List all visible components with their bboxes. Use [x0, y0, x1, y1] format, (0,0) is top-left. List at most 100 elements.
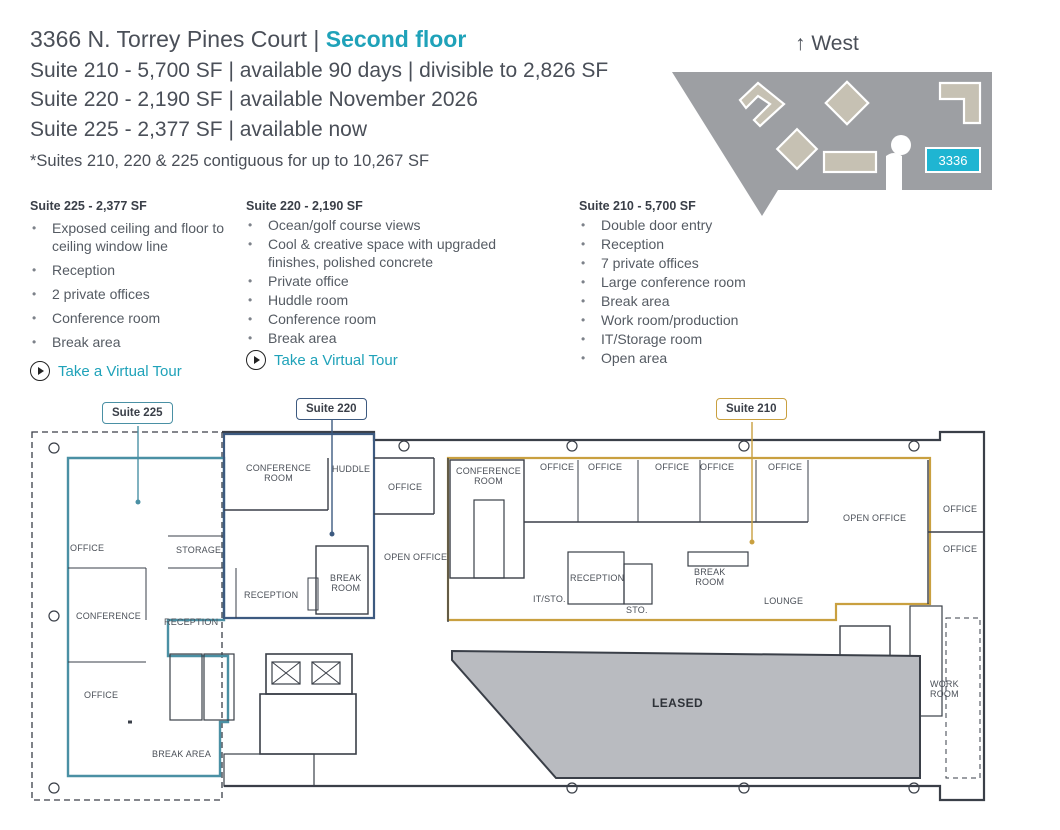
- suite-210-tag: Suite 210: [716, 398, 787, 420]
- building-diamond: [824, 80, 870, 126]
- north-arrow-icon: ↑: [795, 32, 806, 55]
- floor-label: Second floor: [325, 26, 467, 52]
- orientation-label: ↑ West: [795, 32, 859, 56]
- play-icon: [246, 350, 266, 370]
- room-label: BREAK ROOM: [330, 573, 362, 593]
- site-map: 3336: [672, 72, 992, 216]
- structural-column: [398, 440, 410, 452]
- feature-item: Conference room: [30, 309, 230, 327]
- room-label: OFFICE: [700, 462, 735, 472]
- structural-column: [48, 442, 60, 454]
- room-label: RECEPTION: [164, 617, 219, 627]
- building-3336: [925, 147, 981, 173]
- elevator: [271, 661, 301, 685]
- feature-item: Private office: [246, 272, 526, 290]
- virtual-tour-label: Take a Virtual Tour: [274, 351, 398, 369]
- availability-suite-225: Suite 225 - 2,377 SF | available now: [30, 118, 367, 141]
- structural-column: [566, 782, 578, 794]
- room-label-line: ROOM: [930, 689, 959, 699]
- building-l-west: [738, 81, 786, 128]
- suite-225-column: Suite 225 - 2,377 SF Exposed ceiling and…: [30, 199, 230, 381]
- building-l-east: [938, 81, 982, 125]
- feature-item: Reception: [30, 261, 230, 279]
- room-label: OFFICE: [768, 462, 803, 472]
- feature-item: Open area: [579, 349, 819, 367]
- contiguous-note: *Suites 210, 220 & 225 contiguous for up…: [30, 152, 430, 170]
- structural-column: [908, 782, 920, 794]
- availability-suite-210: Suite 210 - 5,700 SF | available 90 days…: [30, 59, 609, 82]
- building-3336-label: 3336: [939, 153, 968, 168]
- break-counter: [687, 551, 749, 567]
- room-label-line: ROOM: [264, 473, 293, 483]
- suite-220-column: Suite 220 - 2,190 SF Ocean/golf course v…: [246, 199, 526, 370]
- suite-210-column: Suite 210 - 5,700 SF Double door entry R…: [579, 199, 819, 367]
- feature-item: IT/Storage room: [579, 330, 819, 348]
- suite-210-features: Double door entry Reception 7 private of…: [579, 216, 819, 367]
- structural-column: [48, 610, 60, 622]
- site-ground: [672, 72, 992, 216]
- room-label: BREAK ROOM: [694, 567, 726, 587]
- suite-225-virtual-tour-link[interactable]: Take a Virtual Tour: [30, 361, 230, 381]
- feature-item: Break area: [246, 329, 526, 347]
- suite-220-marker: [329, 531, 335, 537]
- room-label-line: WORK: [930, 679, 959, 689]
- room-label: RECEPTION: [570, 573, 625, 583]
- work-room-counter: [945, 617, 981, 779]
- room-label-line: BREAK: [694, 567, 726, 577]
- address-text: 3366 N. Torrey Pines Court |: [30, 26, 326, 52]
- structural-column: [566, 440, 578, 452]
- suite-220-virtual-tour-link[interactable]: Take a Virtual Tour: [246, 350, 526, 370]
- feature-item: 2 private offices: [30, 285, 230, 303]
- conference-table: [473, 499, 505, 579]
- room-label: OPEN OFFICE: [384, 552, 448, 562]
- feature-item: Huddle room: [246, 291, 526, 309]
- building-outline: [31, 431, 223, 801]
- feature-item: Work room/production: [579, 311, 819, 329]
- feature-item: Exposed ceiling and floor to ceiling win…: [30, 219, 230, 255]
- suite-225-heading: Suite 225 - 2,377 SF: [30, 199, 147, 213]
- room-label: IT/STO.: [533, 594, 566, 604]
- suite-225-features: Exposed ceiling and floor to ceiling win…: [30, 219, 230, 351]
- suite-225-marker: [135, 499, 141, 505]
- floor-plan-drawing: [31, 418, 986, 802]
- appliance: [307, 577, 319, 611]
- room-label: STO.: [626, 605, 648, 615]
- suite-220-heading: Suite 220 - 2,190 SF: [246, 199, 363, 213]
- feature-item: Break area: [30, 333, 230, 351]
- structural-column: [908, 440, 920, 452]
- room-label: OFFICE: [70, 543, 105, 553]
- building-bar: [822, 150, 878, 174]
- room-label: CONFERENCE ROOM: [246, 463, 311, 483]
- room-label-line: ROOM: [331, 583, 361, 593]
- room-label: BREAK AREA: [152, 749, 212, 759]
- room-label-line: ROOM: [695, 577, 725, 587]
- suite-210-marker: [749, 539, 755, 545]
- room-label: WORK ROOM: [930, 679, 959, 699]
- suite-225-tag: Suite 225: [102, 402, 173, 424]
- orientation-text: West: [811, 32, 859, 55]
- feature-item: Reception: [579, 235, 819, 253]
- elevator: [311, 661, 341, 685]
- structural-column: [738, 440, 750, 452]
- feature-item: Large conference room: [579, 273, 819, 291]
- leased-area: [451, 649, 921, 779]
- floor-plan: Suite 225 Suite 220 Suite 210 OFFICE STO…: [28, 396, 1028, 806]
- room-label: LOUNGE: [764, 596, 804, 606]
- room-label-line: BREAK: [330, 573, 362, 583]
- availability-suite-220: Suite 220 - 2,190 SF | available Novembe…: [30, 88, 478, 111]
- room-label: OFFICE: [943, 544, 978, 554]
- virtual-tour-label: Take a Virtual Tour: [58, 362, 182, 380]
- leased-label: LEASED: [652, 696, 704, 710]
- building-small-diamond: [775, 127, 819, 171]
- room-label-line: CONFERENCE: [246, 463, 312, 473]
- room-label: RECEPTION: [244, 590, 299, 600]
- room-label: HUDDLE: [332, 464, 371, 474]
- restroom: [203, 653, 235, 721]
- feature-item: Break area: [579, 292, 819, 310]
- storage: [623, 563, 653, 605]
- page-title: 3366 N. Torrey Pines Court | Second floo…: [30, 26, 466, 53]
- room-label: OFFICE: [588, 462, 623, 472]
- feature-item: Cool & creative space with upgraded fini…: [246, 235, 518, 271]
- room-label: CONFERENCE ROOM: [456, 466, 521, 486]
- feature-item: Ocean/golf course views: [246, 216, 526, 234]
